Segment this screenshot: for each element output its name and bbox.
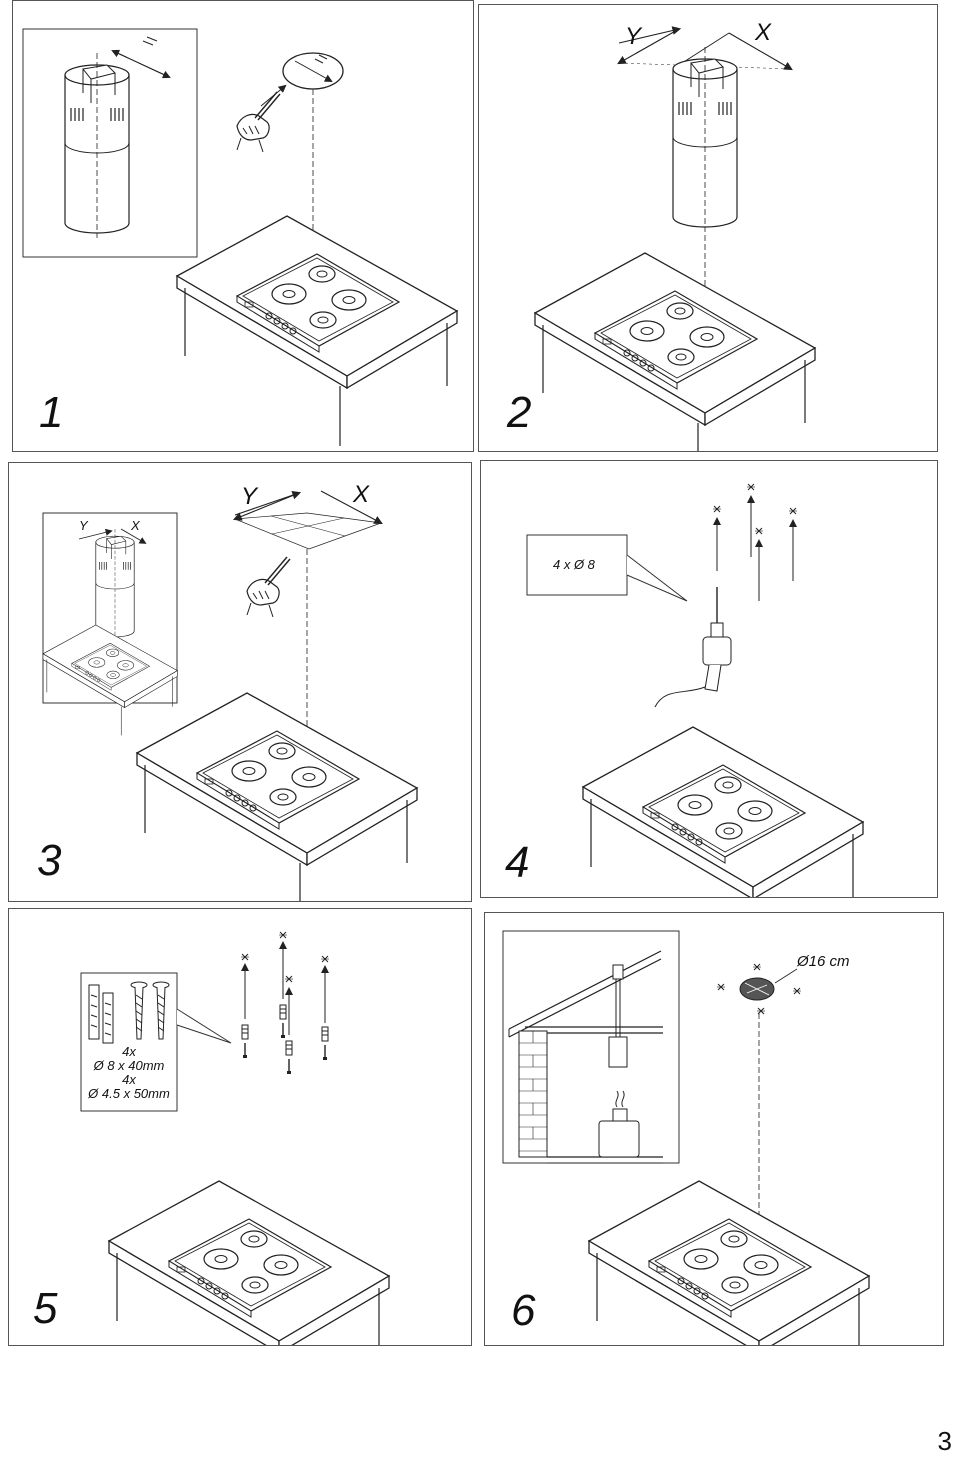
cooktop-icon xyxy=(176,215,458,447)
screw-count: 4x xyxy=(122,1072,136,1087)
step-number: 3 xyxy=(37,836,62,885)
step-3-illustration xyxy=(42,490,418,901)
step-6-illustration xyxy=(502,930,870,1345)
step-number: 6 xyxy=(511,1286,536,1335)
axis-label-x: X xyxy=(353,481,370,508)
cooktop-icon xyxy=(534,252,816,451)
plug-count: 4x xyxy=(122,1044,136,1059)
step-6-panel: Ø16 cm 6 xyxy=(484,912,944,1346)
step-number: 1 xyxy=(39,388,64,437)
step-4-panel: 4 x Ø 8 4 xyxy=(480,460,938,898)
hand-pencil-icon xyxy=(236,91,281,153)
inset-axis-label-y: Y xyxy=(79,518,88,533)
step-1-panel: 1 xyxy=(12,0,474,452)
wall-plug-icon xyxy=(88,984,114,1044)
step-2-illustration xyxy=(534,26,816,451)
step-4-illustration xyxy=(526,483,864,897)
step-3-panel: Y X Y X 3 xyxy=(8,462,472,902)
axis-label-x: X xyxy=(755,19,772,46)
cooktop-icon xyxy=(108,1180,390,1345)
step-5-panel: 4x Ø 8 x 40mm 4x Ø 4.5 x 50mm 5 xyxy=(8,908,472,1346)
page-number: 3 xyxy=(937,1426,952,1456)
house-section-icon xyxy=(508,950,663,1164)
drill-spec-label: 4 x Ø 8 xyxy=(553,557,595,572)
axis-label-y: Y xyxy=(241,483,258,510)
cooktop-icon xyxy=(588,1180,870,1345)
step-number: 5 xyxy=(33,1284,58,1333)
step-1-illustration xyxy=(22,28,458,447)
step-number: 4 xyxy=(505,838,530,887)
cooktop-icon xyxy=(582,726,864,897)
cooktop-icon xyxy=(136,692,418,901)
axis-label-y: Y xyxy=(625,23,642,50)
step-2-panel: Y X 2 xyxy=(478,4,938,452)
range-hood-icon xyxy=(672,46,738,233)
hardware-legend: 4x Ø 8 x 40mm 4x Ø 4.5 x 50mm xyxy=(81,1045,177,1101)
hand-pencil-icon xyxy=(246,556,291,618)
inset-axis-label-x: X xyxy=(131,518,140,533)
plug-size: Ø 8 x 40mm xyxy=(93,1058,165,1073)
step-5-illustration xyxy=(80,931,390,1345)
duct-diameter-label: Ø16 cm xyxy=(797,953,850,970)
screw-icon xyxy=(130,981,170,1040)
drill-icon xyxy=(654,587,732,708)
screw-size: Ø 4.5 x 50mm xyxy=(88,1086,170,1101)
step-number: 2 xyxy=(507,388,532,437)
